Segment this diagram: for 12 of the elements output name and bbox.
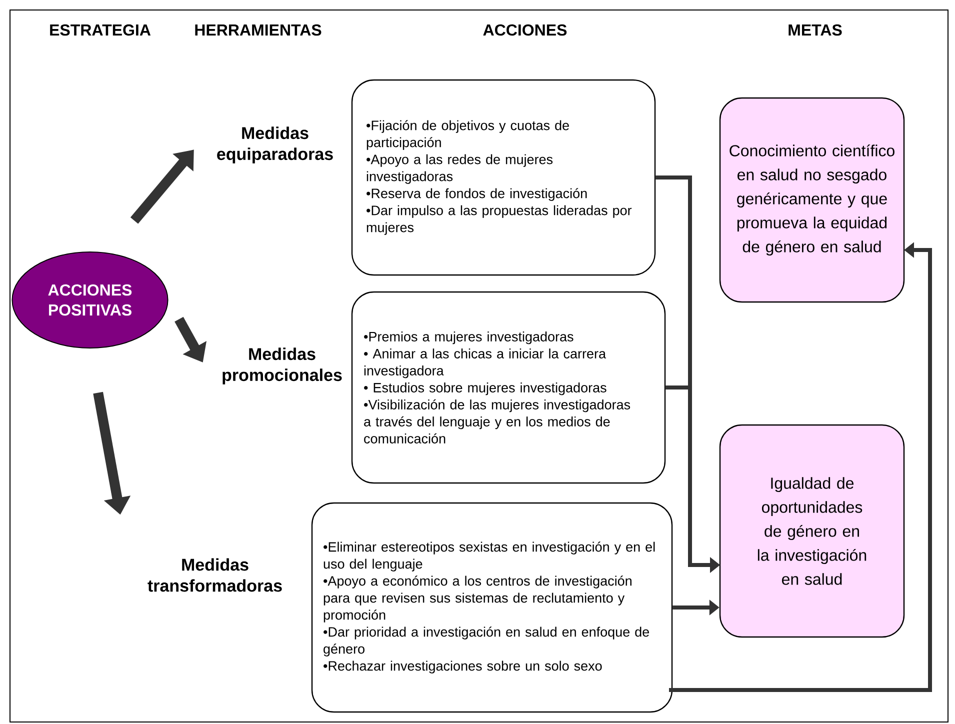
tool-label: Medidas promocionales xyxy=(222,348,342,384)
column-heading: METAS xyxy=(788,24,842,36)
goal-box: Igualdad de oportunidades de género en la investigación en salud xyxy=(719,424,905,638)
column-heading: ACCIONES xyxy=(483,24,567,36)
action-box: •Fijación de objetivos y cuotas de participación •Apoyo a las redes de mujeres investigadoras •Reserva de fondos de investigación •Dar impulso a las propuestas lideradas por mujeres xyxy=(351,79,656,276)
tool-label: Medidas equiparadoras xyxy=(217,126,333,164)
column-heading: HERRAMIENTAS xyxy=(195,24,322,36)
column-heading: ESTRATEGIA xyxy=(50,24,151,36)
goal-box: Conocimiento científico en salud no sesgado genéricamente y que promueva la equidad de género en salud xyxy=(719,97,905,303)
action-box: •Premios a mujeres investigadoras • Animar a las chicas a iniciar la carrera investigadora • Estudios sobre mujeres investigadoras •Visibilización de las mujeres investigadoras a través del lenguaje y en los medios de comunicación xyxy=(351,291,666,484)
action-box: •Eliminar estereotipos sexistas en investigación y en el uso del lenguaje •Apoyo a económico a los centros de investigación para que revisen sus sistemas de reclutamiento y promoción •Dar prioridad a investigación en salud en enfoque de género •Rechazar investigaciones sobre un solo sexo xyxy=(311,502,673,713)
tool-label: Medidas transformadoras xyxy=(148,558,282,592)
